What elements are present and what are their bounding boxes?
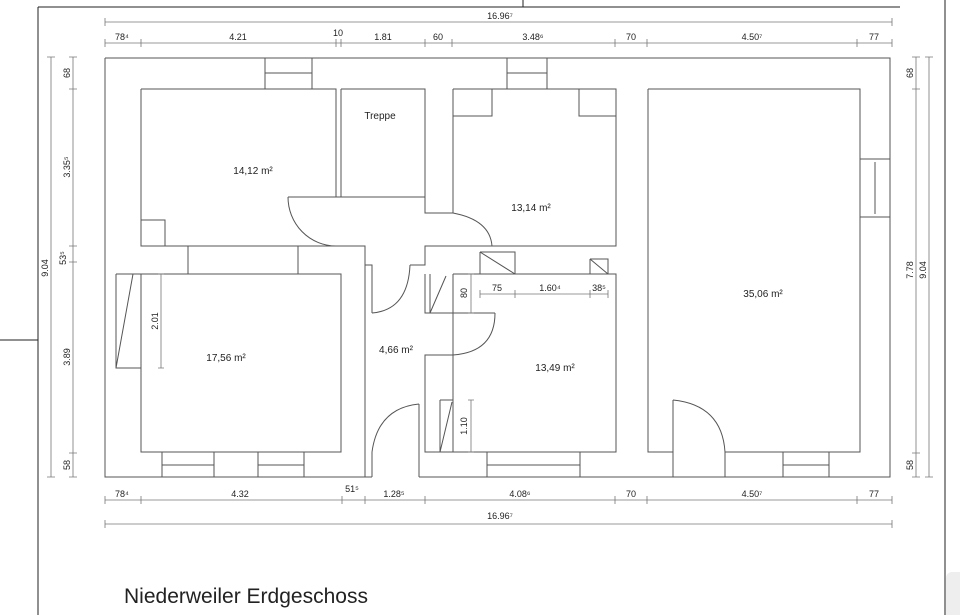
dim-inner: 1.60⁴ bbox=[539, 283, 561, 293]
corner-widget bbox=[946, 572, 960, 615]
room-label-stairs: Treppe bbox=[364, 111, 396, 122]
dim-top: 10 bbox=[333, 28, 343, 38]
doors bbox=[287, 196, 726, 453]
room-label-living: 35,06 m² bbox=[743, 289, 783, 300]
dim-inner: 80 bbox=[459, 288, 469, 298]
room-label-sw: 17,56 m² bbox=[206, 353, 246, 364]
dim-top: 78⁴ bbox=[115, 32, 129, 42]
dim-top: 4.50⁷ bbox=[742, 32, 763, 42]
dim-top: 70 bbox=[626, 32, 636, 42]
room-label-hall: 4,66 m² bbox=[379, 345, 414, 356]
dim-right: 68 bbox=[905, 68, 915, 78]
dim-bottom: 4.32 bbox=[231, 489, 249, 499]
dim-left-total: 9.04 bbox=[40, 259, 50, 277]
room-label-se: 13,49 m² bbox=[535, 363, 575, 374]
dim-left: 58 bbox=[62, 460, 72, 470]
walls bbox=[104, 57, 891, 478]
dim-inner: 2.01 bbox=[150, 312, 160, 330]
plan-title: Niederweiler Erdgeschoss bbox=[124, 585, 368, 608]
entry-door bbox=[371, 403, 420, 453]
dim-inner: 1.10 bbox=[459, 417, 469, 435]
dim-top-total: 16.96⁷ bbox=[487, 11, 513, 21]
room-label-ne: 13,14 m² bbox=[511, 203, 551, 214]
door-ne bbox=[452, 212, 493, 247]
dim-inner: 38⁵ bbox=[592, 283, 606, 293]
dim-bottom: 51⁵ bbox=[345, 484, 359, 494]
dim-top: 4.21 bbox=[229, 32, 247, 42]
dim-top: 1.81 bbox=[374, 32, 392, 42]
dim-bottom: 4.50⁷ bbox=[742, 489, 763, 499]
dim-bottom: 70 bbox=[626, 489, 636, 499]
dim-bottom: 4.08⁶ bbox=[509, 489, 531, 499]
dim-right: 58 bbox=[905, 460, 915, 470]
dimension-lines bbox=[47, 18, 933, 528]
dim-bottom: 1.28⁵ bbox=[383, 489, 405, 499]
dim-bottom: 77 bbox=[869, 489, 879, 499]
dim-left: 68 bbox=[62, 68, 72, 78]
door-living bbox=[672, 399, 726, 453]
dim-left: 3.35⁵ bbox=[62, 156, 72, 178]
dim-top: 3.48⁶ bbox=[522, 32, 544, 42]
dim-bottom: 78⁴ bbox=[115, 489, 129, 499]
door-se bbox=[452, 312, 496, 356]
dim-right-total: 9.04 bbox=[918, 261, 928, 279]
dim-top: 60 bbox=[433, 32, 443, 42]
dim-right: 7.78 bbox=[905, 261, 915, 279]
dim-left: 53⁵ bbox=[58, 251, 68, 265]
dim-bottom-total: 16.96⁷ bbox=[487, 511, 513, 521]
door-sw bbox=[371, 264, 411, 314]
dim-inner: 75 bbox=[492, 283, 502, 293]
room-label-nw: 14,12 m² bbox=[233, 166, 273, 177]
door-nw bbox=[287, 196, 337, 247]
dim-top: 77 bbox=[869, 32, 879, 42]
dim-left: 3.89 bbox=[62, 348, 72, 366]
